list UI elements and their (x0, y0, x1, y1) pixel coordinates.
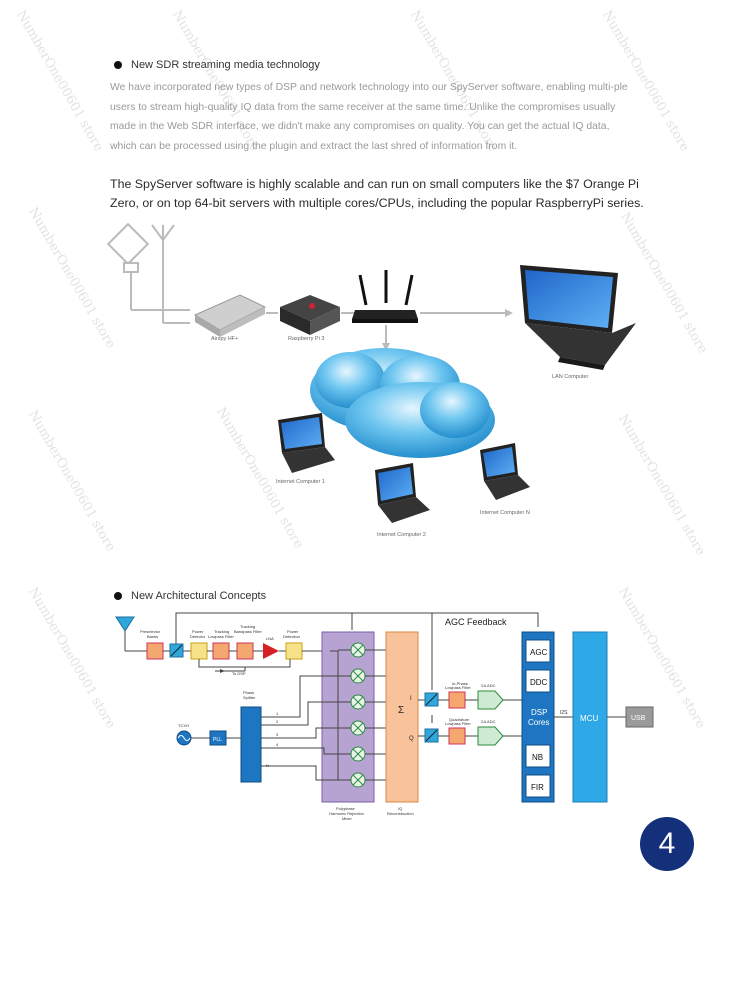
internetN-label: Internet Computer N (480, 510, 530, 516)
inphase-lowpass-block (448, 691, 466, 709)
svg-text:Detection: Detection (283, 634, 300, 639)
section-heading-sdr: New SDR streaming media technology (114, 59, 320, 71)
svg-text:Polyphase: Polyphase (336, 806, 355, 811)
internet2-label: Internet Computer 2 (377, 532, 426, 538)
i-adc-block (477, 690, 504, 710)
svg-text:Lowpass Filter: Lowpass Filter (445, 721, 471, 726)
lan-label: LAN Computer (552, 374, 589, 380)
svg-text:ΣΔ ADC: ΣΔ ADC (481, 683, 496, 688)
svg-text:ΣΔ ADC: ΣΔ ADC (481, 719, 496, 724)
svg-text:Power: Power (287, 629, 299, 634)
cloud-icon (310, 348, 495, 458)
svg-text:Tracking: Tracking (240, 624, 255, 629)
svg-text:In-Phase: In-Phase (452, 681, 469, 686)
network-diagram: Airspy HF+ Raspberry Pi 3 LAN Computer (106, 222, 636, 538)
svg-text:Detector: Detector (190, 634, 206, 639)
page-number-badge: 4 (640, 817, 694, 871)
svg-text:4: 4 (276, 742, 279, 747)
block-diagram: AGC Feedback Preselector Banks Power Det… (115, 612, 654, 821)
agc-block (525, 639, 551, 663)
svg-text:Cores: Cores (528, 718, 549, 727)
antenna-icon (115, 616, 135, 651)
nb-block (525, 744, 551, 768)
iq-reconstruction-block (385, 631, 419, 803)
svg-text:Lowpass Filter: Lowpass Filter (208, 634, 234, 639)
section-heading-text: New SDR streaming media technology (131, 59, 320, 71)
internet-laptop-2-icon (375, 463, 430, 523)
antenna-icon (106, 222, 190, 324)
svg-text:Lowpass Filter: Lowpass Filter (445, 685, 471, 690)
svg-text:IQ: IQ (398, 806, 402, 811)
svg-text:Quadrature: Quadrature (449, 717, 470, 722)
svg-text:NB: NB (532, 753, 543, 762)
lna-icon (263, 643, 279, 659)
svg-text:TCXO: TCXO (178, 723, 189, 728)
router-icon (352, 270, 418, 323)
fir-block (525, 774, 551, 798)
internet-laptop-n-icon (480, 443, 530, 500)
polyphase-mixer-block (321, 631, 375, 803)
svg-text:To DSP: To DSP (232, 671, 246, 676)
svg-text:N: N (266, 763, 269, 768)
airspy-label: Airspy HF+ (211, 336, 238, 342)
power-detector-block (190, 642, 208, 660)
svg-text:Power: Power (192, 629, 204, 634)
section-heading-architecture: New Architectural Concepts (114, 590, 266, 602)
svg-text:AGC: AGC (530, 648, 548, 657)
svg-text:I2S: I2S (560, 710, 568, 716)
internet-laptop-1-icon (278, 413, 335, 473)
svg-text:Harmonic Rejection: Harmonic Rejection (329, 811, 364, 816)
svg-text:Preselector: Preselector (140, 629, 161, 634)
svg-text:Banks: Banks (147, 634, 158, 639)
svg-text:DSP: DSP (531, 708, 547, 717)
svg-text:Σ: Σ (398, 705, 404, 716)
power-detection-block (285, 642, 303, 660)
rpi-label: Raspberry Pi 3 (288, 336, 324, 342)
svg-text:DDC: DDC (530, 678, 548, 687)
svg-text:Reconstruction: Reconstruction (387, 811, 414, 816)
svg-text:USB: USB (631, 715, 646, 722)
svg-text:FIR: FIR (531, 783, 544, 792)
usb-block (625, 706, 654, 728)
watermark: NumberOne00601 store (13, 8, 107, 155)
quadrature-lowpass-block (448, 727, 466, 745)
svg-text:Phase: Phase (243, 690, 255, 695)
internet1-label: Internet Computer 1 (276, 479, 325, 485)
description-paragraph: We have incorporated new types of DSP an… (110, 82, 628, 152)
bullet-icon (114, 61, 122, 69)
svg-text:MCU: MCU (580, 714, 598, 723)
preselector-block (146, 642, 164, 660)
svg-text:3: 3 (276, 732, 279, 737)
lan-laptop-icon (520, 265, 636, 370)
tracking-bandpass-block (236, 642, 254, 660)
svg-text:Tracking: Tracking (214, 629, 229, 634)
raspberry-pi-icon (280, 295, 340, 335)
tracking-lowpass-block (212, 642, 230, 660)
mcu-block (572, 631, 608, 803)
section-heading-text: New Architectural Concepts (131, 590, 267, 602)
svg-text:Splitter: Splitter (243, 695, 256, 700)
svg-text:Q: Q (409, 736, 414, 742)
svg-text:LNA: LNA (266, 636, 274, 641)
scalability-paragraph: The SpyServer software is highly scalabl… (110, 177, 644, 210)
q-adc-block (477, 726, 504, 746)
agc-feedback-label: AGC Feedback (445, 617, 507, 627)
airspy-device-icon (193, 294, 267, 337)
svg-text:Bandpass Filter: Bandpass Filter (234, 629, 262, 634)
svg-text:PLL: PLL (213, 737, 222, 743)
svg-text:2: 2 (276, 719, 279, 724)
svg-text:1: 1 (276, 711, 279, 716)
phase-splitter-block (240, 706, 262, 783)
ddc-block (525, 669, 551, 693)
svg-text:I: I (410, 696, 412, 702)
bullet-icon (114, 592, 122, 600)
svg-text:Mixer: Mixer (342, 816, 352, 821)
